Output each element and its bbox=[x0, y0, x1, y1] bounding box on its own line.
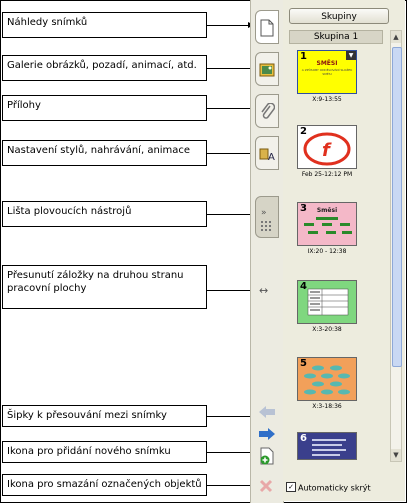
vertical-scrollbar[interactable]: ▲ ▼ bbox=[390, 30, 402, 462]
slide-number: 4 bbox=[300, 281, 307, 292]
next-slide-arrow-icon[interactable] bbox=[258, 426, 276, 445]
slide-thumbnail-1[interactable]: 1 SMĚSI A ZPŮSOBY ODDĚLOVÁNÍ SLOŽEK SMĚS… bbox=[297, 50, 357, 94]
callout-arrow bbox=[207, 485, 253, 486]
move-tab-handle-icon[interactable]: ↔ bbox=[259, 284, 269, 297]
callout-move-tab: Přesunutí záložky na druhou stranu praco… bbox=[2, 265, 207, 309]
svg-text:A: A bbox=[268, 152, 275, 163]
slide-label-5: X:3-18:36 bbox=[312, 403, 342, 410]
slide-number: 6 bbox=[300, 433, 307, 444]
callout-arrow bbox=[207, 452, 253, 453]
auto-hide-checkbox[interactable]: ✓ bbox=[286, 482, 296, 492]
callout-nav-arrows: Šipky k přesouvání mezi snímky bbox=[2, 405, 207, 427]
floating-tools-icon: » bbox=[261, 208, 271, 231]
slide-number: 3 bbox=[300, 203, 307, 214]
scrollbar-thumb[interactable] bbox=[392, 47, 402, 367]
slide-label-3: IX:20 - 12:38 bbox=[307, 248, 347, 255]
slide-thumbnail-6[interactable]: 6 bbox=[297, 432, 357, 460]
callout-gallery: Galerie obrázků, pozadí, animací, atd. bbox=[2, 55, 207, 81]
page-icon bbox=[260, 19, 274, 37]
previous-slide-arrow-icon[interactable] bbox=[258, 404, 276, 423]
callout-arrow bbox=[207, 108, 253, 109]
callout-settings: Nastavení stylů, nahrávání, animace bbox=[2, 140, 207, 166]
auto-hide-option[interactable]: ✓Automaticky skrýt bbox=[286, 482, 371, 493]
slide-table-image bbox=[307, 288, 349, 316]
slide-number: 5 bbox=[300, 358, 307, 369]
paperclip-icon bbox=[261, 103, 275, 119]
scroll-up-arrow-icon[interactable]: ▲ bbox=[391, 31, 401, 43]
side-tab-strip: A » ↔ bbox=[250, 0, 284, 503]
callout-floating-tools: Lišta plovoucích nástrojů bbox=[2, 201, 207, 227]
delete-objects-icon[interactable] bbox=[259, 478, 273, 497]
add-slide-icon[interactable] bbox=[259, 447, 275, 469]
slide-thumbnail-3[interactable]: 3 Směsi bbox=[297, 202, 357, 246]
auto-hide-label: Automaticky skrýt bbox=[298, 483, 371, 493]
slide-bubbles-image bbox=[304, 365, 350, 395]
slide-number: 2 bbox=[300, 126, 307, 137]
slide-label-2: Feb 25-12:12 PM bbox=[301, 171, 353, 178]
slide-thumbnail-2[interactable]: 2 f bbox=[297, 125, 357, 169]
callout-add-slide: Ikona pro přidání nového snímku bbox=[2, 441, 207, 463]
callout-attachments: Přílohy bbox=[2, 95, 207, 121]
tab-attachments[interactable] bbox=[255, 94, 279, 128]
style-properties-icon: A bbox=[259, 148, 275, 163]
callout-arrow bbox=[207, 153, 253, 154]
callout-arrow bbox=[207, 290, 253, 291]
slide-content-image bbox=[312, 439, 346, 456]
slide-dropdown-icon[interactable]: ▼ bbox=[346, 51, 356, 60]
tab-gallery[interactable] bbox=[255, 52, 279, 86]
slide-thumbnail-5[interactable]: 5 bbox=[297, 357, 357, 401]
slide-number: 1 bbox=[300, 51, 307, 62]
scroll-down-arrow-icon[interactable]: ▼ bbox=[391, 449, 401, 461]
slide-title: Směsi bbox=[316, 207, 338, 214]
tab-floating-tools[interactable]: » bbox=[255, 196, 279, 238]
callout-arrow bbox=[207, 214, 253, 215]
callout-arrow bbox=[207, 416, 253, 417]
callout-delete-objects: Ikona pro smazání označených objektů bbox=[2, 474, 207, 496]
group-header: Skupina 1 bbox=[289, 30, 383, 44]
slide-label-1: X:9-13:55 bbox=[312, 96, 342, 103]
slide-label-4: X:3-20:38 bbox=[312, 326, 342, 333]
callout-arrow bbox=[207, 25, 251, 26]
svg-text:f: f bbox=[322, 140, 332, 161]
flash-logo-image: f bbox=[303, 132, 351, 166]
slide-subtitle: A ZPŮSOBY ODDĚLOVÁNÍ SLOŽEK SMĚSI bbox=[301, 68, 353, 76]
slide-title: SMĚSI bbox=[316, 60, 338, 67]
svg-text:»: » bbox=[261, 208, 267, 218]
picture-icon bbox=[259, 63, 275, 77]
tab-slide-sorter[interactable] bbox=[255, 10, 279, 44]
tab-properties[interactable]: A bbox=[255, 136, 279, 170]
groups-button[interactable]: Skupiny bbox=[289, 8, 389, 24]
slide-sorter-panel: Skupiny Skupina 1 1 SMĚSI A ZPŮSOBY ODDĚ… bbox=[283, 0, 405, 501]
callout-slide-previews: Náhledy snímků bbox=[2, 12, 207, 38]
callout-arrow bbox=[207, 68, 253, 69]
slide-thumbnail-4[interactable]: 4 bbox=[297, 280, 357, 324]
slide-diagram-image bbox=[304, 217, 352, 234]
